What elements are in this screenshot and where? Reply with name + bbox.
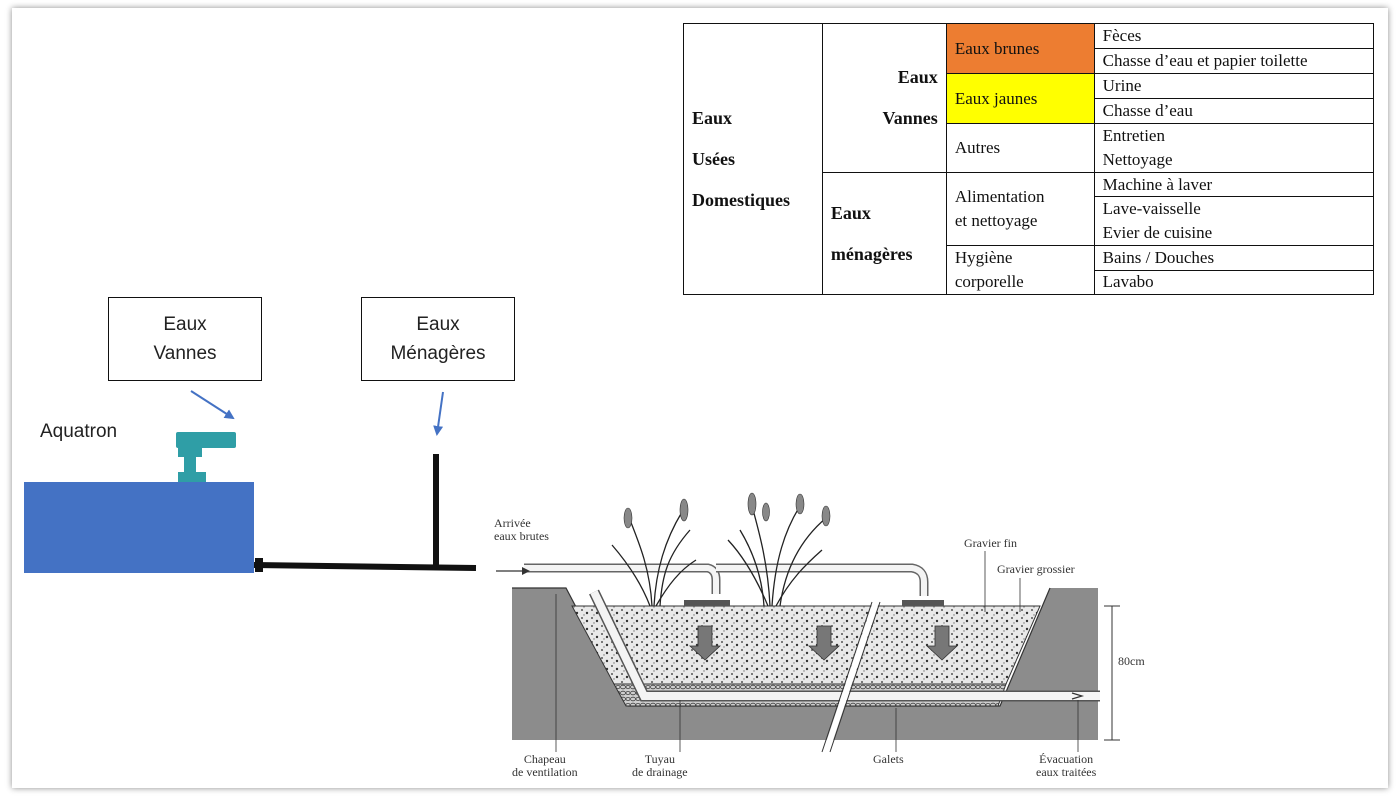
eaux-vannes-line-2: Vannes [153,343,217,364]
tuyau-label: Tuyau de drainage [632,753,688,779]
hygiene-line-2: corporelle [954,272,1024,291]
depth-label: 80cm [1118,654,1145,668]
nettoyage-text: Nettoyage [1102,150,1173,169]
chasse-eau-cell: Chasse d’eau [1093,98,1375,124]
arrivee-line-2: eaux brutes [494,529,549,543]
menageres-line-2: ménagères [830,243,913,264]
evacuation-line-2: eaux traitées [1036,765,1097,779]
outlet-pipe [253,562,477,571]
eaux-menageres-box: Eaux Ménagères [361,297,515,381]
menageres-cell: Eaux ménagères [821,172,947,295]
eaux-vannes-box: Eaux Vannes [108,297,262,381]
lave-evier-cell: Lave-vaisselle Evier de cuisine [1093,196,1375,246]
vannes-cell: Eaux Vannes [821,23,947,173]
alimentation-line-1: Alimentation [954,187,1045,206]
entretien-cell: Entretien Nettoyage [1093,123,1375,173]
evacuation-line-1: Évacuation [1039,752,1094,766]
lave-vaisselle-text: Lave-vaisselle [1102,199,1201,218]
vannes-line-2: Vannes [882,108,938,128]
menageres-line-1: Eaux [830,202,871,223]
eaux-vannes-line-1: Eaux [163,314,207,335]
arrivee-line-1: Arrivée [494,516,531,530]
hygiene-line-1: Hygiène [954,248,1013,267]
autres-cell: Autres [945,123,1095,173]
evier-text: Evier de cuisine [1102,223,1213,242]
root-line-2: Usées [692,148,735,169]
galets-label: Galets [873,752,904,766]
vannes-line-1: Eaux [897,67,938,87]
root-line-3: Domestiques [692,189,790,210]
wastewater-classification-table: Eaux Usées Domestiques Eaux Vannes Eaux … [683,23,1375,295]
hygiene-cell: Hygiène corporelle [945,245,1095,295]
planted-filter-section [496,492,1120,753]
gravier-grossier-label: Gravier grossier [997,562,1075,576]
eaux-brunes-cell: Eaux brunes [945,23,1095,74]
urine-cell: Urine [1093,73,1375,99]
chapeau-label: Chapeau de ventilation [512,753,578,779]
chapeau-line-2: de ventilation [512,765,578,779]
eaux-menageres-line-2: Ménagères [390,343,486,364]
alimentation-line-2: et nettoyage [954,211,1038,230]
menageres-arrow [433,391,444,436]
feces-cell: Fèces [1093,23,1375,49]
gravier-fin-label: Gravier fin [964,536,1017,550]
tuyau-line-2: de drainage [632,765,688,779]
tuyau-line-1: Tuyau [644,752,675,766]
root-line-1: Eaux [692,107,733,128]
root-cell: Eaux Usées Domestiques [683,23,823,295]
chasse-papier-cell: Chasse d’eau et papier toilette [1093,48,1375,74]
chapeau-line-1: Chapeau [523,752,566,766]
evacuation-label: Évacuation eaux traitées [1036,753,1096,779]
aquatron-tank [24,482,254,573]
toilet-icon [176,432,236,482]
lavabo-cell: Lavabo [1093,269,1375,295]
entretien-text: Entretien [1102,126,1165,145]
bains-douches-cell: Bains / Douches [1093,245,1375,271]
arrivee-label: Arrivée eaux brutes [494,517,549,543]
eaux-menageres-line-1: Eaux [416,314,460,335]
aquatron-label: Aquatron [40,421,118,442]
vannes-arrow [190,390,235,420]
